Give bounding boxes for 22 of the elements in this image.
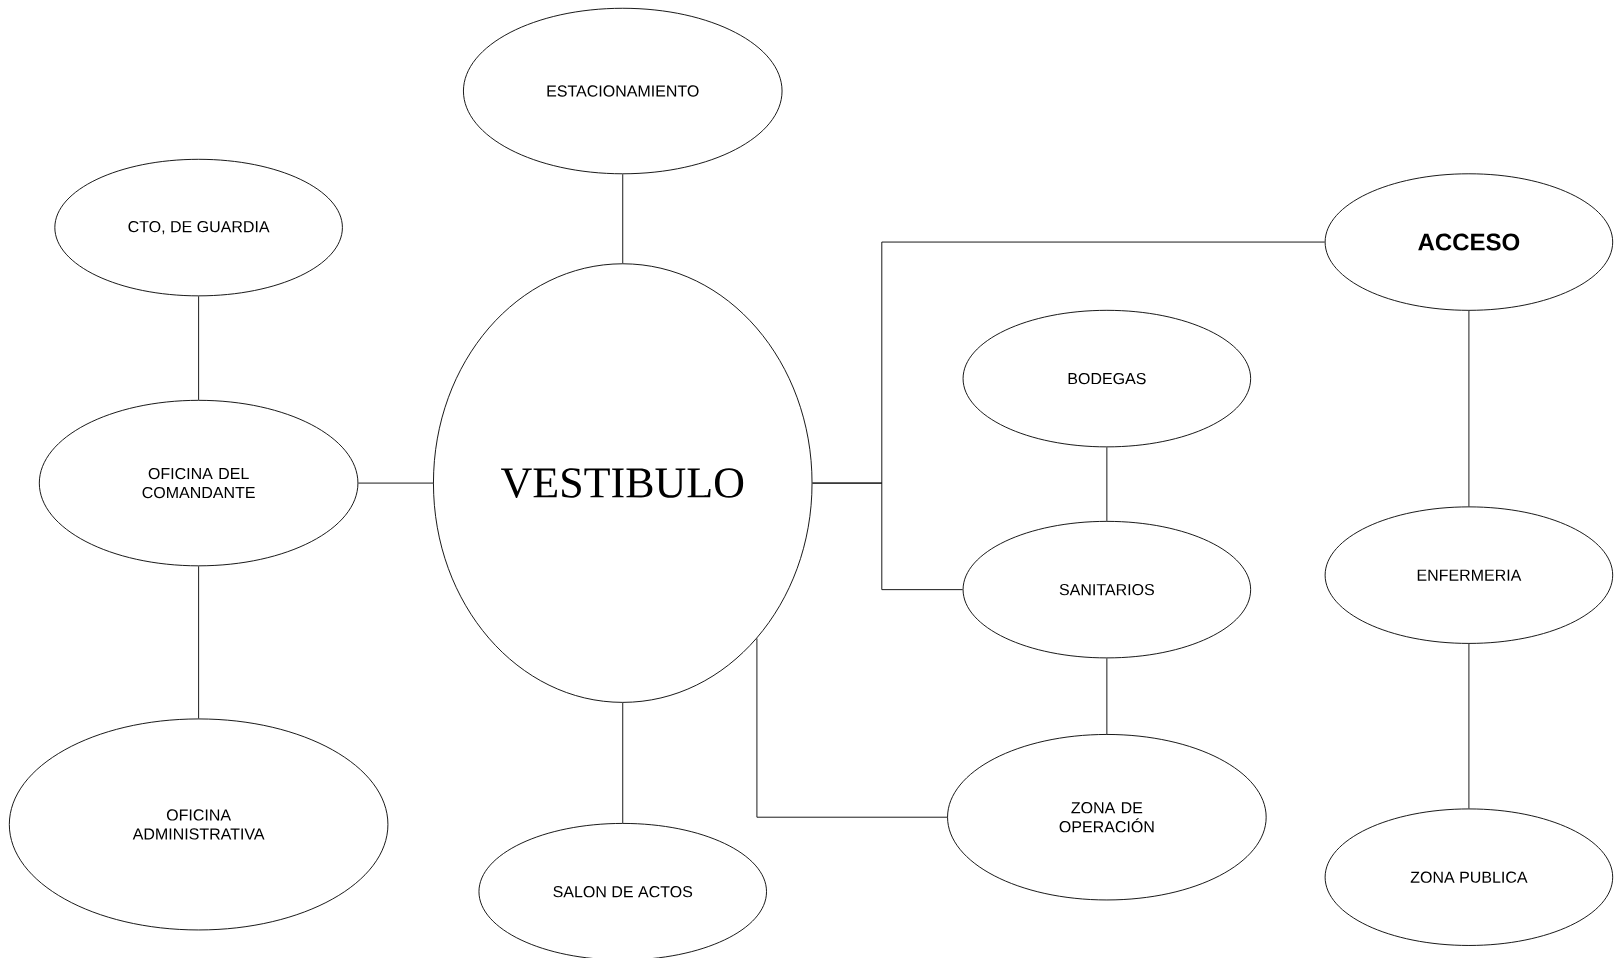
connector-line	[1106, 446, 1108, 522]
ellipse-node: ZONA PUBLICA	[1324, 808, 1614, 946]
connector-line	[756, 638, 948, 818]
ellipse-node: OFICINA DEL COMANDANTE	[38, 399, 359, 567]
ellipse-node: ZONA DE OPERACIÓN	[947, 734, 1267, 901]
connector-line	[622, 173, 624, 264]
connector-line	[812, 482, 964, 591]
ellipse-node: ESTACIONAMIENTO	[463, 7, 783, 175]
connector-line	[198, 295, 200, 401]
ellipse-node: SANITARIOS	[962, 520, 1252, 659]
ellipse-node: BODEGAS	[962, 309, 1252, 448]
ellipse-node: CTO, DE GUARDIA	[54, 158, 343, 297]
connector-line	[1468, 310, 1470, 507]
ellipse-node: ACCESO	[1324, 173, 1614, 311]
ellipse-node: VESTIBULO	[433, 263, 813, 703]
connector-line	[1106, 657, 1108, 735]
ellipse-node: OFICINA ADMINISTRATIVA	[8, 718, 389, 931]
connector-line	[622, 702, 624, 824]
connector-line	[198, 565, 200, 719]
ellipse-node: ENFERMERIA	[1324, 506, 1614, 644]
connector-line	[1468, 643, 1470, 809]
connector-line	[357, 482, 434, 484]
